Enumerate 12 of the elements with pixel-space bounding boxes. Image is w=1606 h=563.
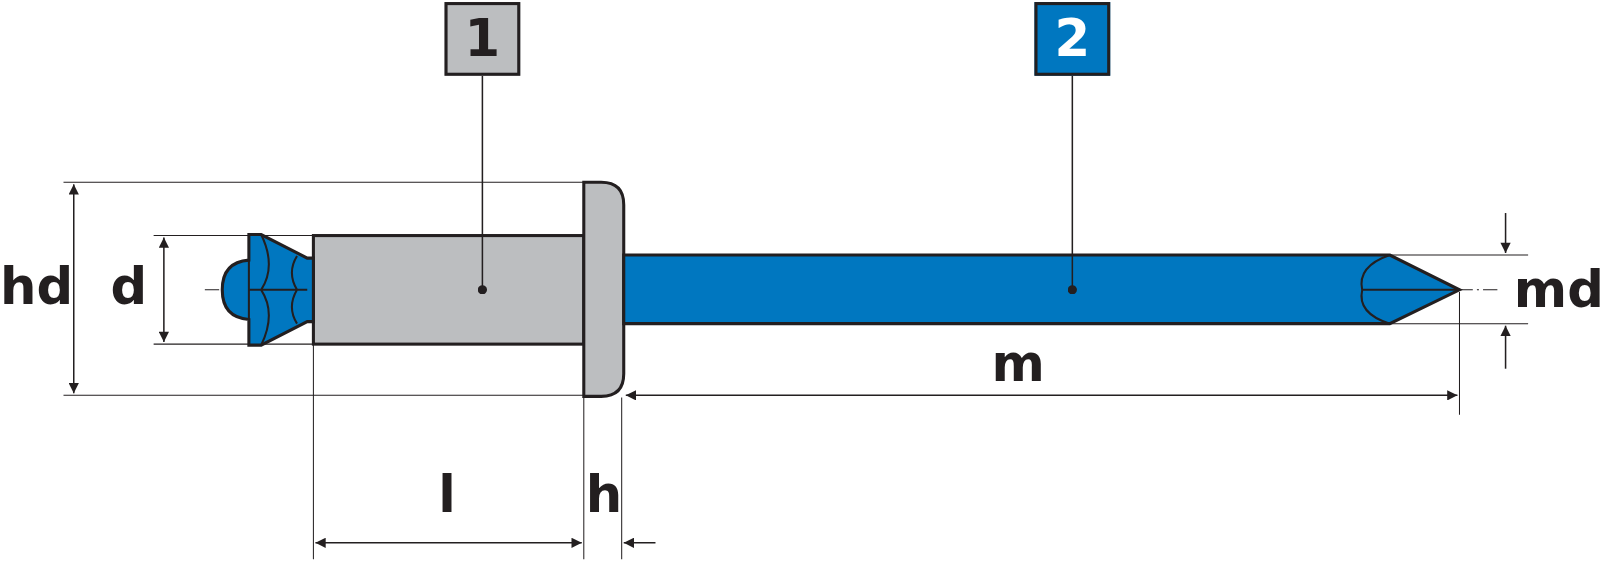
mandrel-drawing xyxy=(220,233,1463,347)
leader-line xyxy=(1067,75,1077,295)
dimension-label: d xyxy=(110,261,148,313)
rivet-body-drawing xyxy=(311,180,626,398)
dimension-label: h xyxy=(585,469,623,521)
callout-number: 1 xyxy=(444,2,521,76)
dimension-label: hd xyxy=(0,261,74,313)
callout-number: 2 xyxy=(1034,2,1111,76)
dimension-label: m xyxy=(991,338,1045,390)
leader-line xyxy=(477,75,487,295)
dimension-label: md xyxy=(1513,264,1604,316)
dimension-label: l xyxy=(438,469,456,521)
